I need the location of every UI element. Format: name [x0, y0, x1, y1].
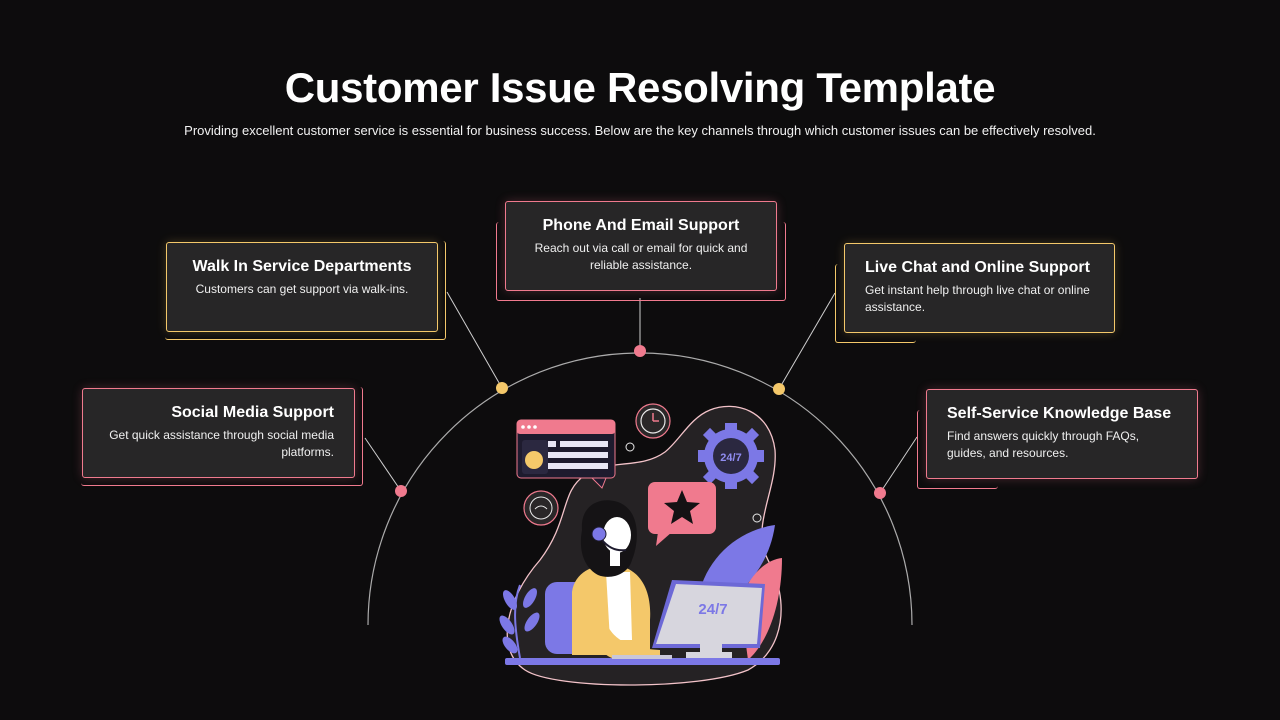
channel-card-walk-in: Walk In Service Departments Customers ca… — [165, 241, 446, 340]
node-dot-walk — [496, 382, 508, 394]
channel-description: Reach out via call or email for quick an… — [534, 241, 748, 272]
support-agent-illustration: 24/7 24/7 — [499, 403, 782, 686]
headset-icon — [591, 526, 607, 542]
channel-title: Phone And Email Support — [542, 217, 740, 234]
node-dot-selfservice — [874, 487, 886, 499]
channel-description: Find answers quickly through FAQs, guide… — [947, 429, 1140, 460]
channel-description: Get quick assistance through social medi… — [109, 428, 334, 459]
channel-description: Customers can get support via walk-ins. — [195, 282, 409, 296]
connector-chat — [778, 292, 836, 390]
channel-description: Get instant help through live chat or on… — [865, 283, 1090, 314]
slide-title: Customer Issue Resolving Template — [284, 64, 996, 111]
channel-title: Walk In Service Departments — [192, 258, 412, 275]
plant-right — [700, 525, 775, 600]
gear-label: 24/7 — [720, 452, 741, 464]
agent-face — [603, 517, 631, 553]
star-icon — [664, 490, 700, 524]
channel-title: Self-Service Knowledge Base — [947, 405, 1172, 422]
node-dot-chat — [773, 383, 785, 395]
connector-walk — [446, 291, 503, 389]
channel-card-phone-email: Phone And Email Support Reach out via ca… — [496, 201, 786, 301]
channel-card-self-service: Self-Service Knowledge Base Find answers… — [917, 389, 1198, 489]
channel-card-social-media: Social Media Support Get quick assistanc… — [81, 387, 363, 486]
channel-card-live-chat: Live Chat and Online Support Get instant… — [835, 243, 1115, 343]
connector-social — [364, 437, 402, 492]
slide-subtitle: Providing excellent customer service is … — [184, 123, 1096, 138]
channel-title: Social Media Support — [171, 404, 334, 421]
timer-icon — [523, 490, 559, 526]
monitor-label: 24/7 — [698, 601, 727, 618]
channel-title: Live Chat and Online Support — [865, 259, 1090, 276]
gear-24-7-icon: 24/7 — [698, 423, 764, 489]
connector-selfservice — [879, 436, 918, 494]
monitor-icon: 24/7 — [652, 580, 765, 658]
node-dot-phone — [634, 345, 646, 357]
node-dot-social — [395, 485, 407, 497]
plant-left — [514, 584, 521, 659]
desk — [505, 658, 780, 665]
